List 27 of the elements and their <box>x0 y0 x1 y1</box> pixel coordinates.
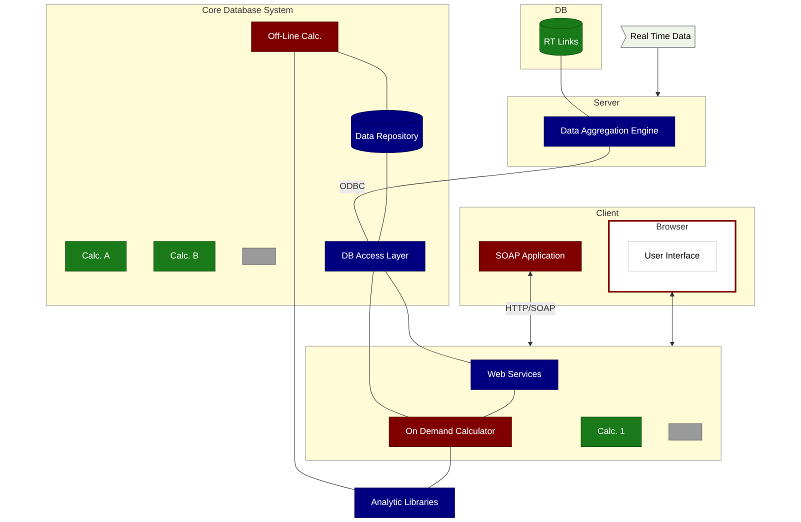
connector <box>378 152 388 242</box>
connector <box>294 51 355 490</box>
node-box: Off-Line Calc. <box>251 22 338 52</box>
connector <box>336 51 388 111</box>
connector <box>354 146 610 242</box>
connector <box>483 389 515 418</box>
node-box: Analytic Libraries <box>354 488 455 518</box>
node-box: SOAP Application <box>478 241 582 272</box>
connector <box>385 270 472 364</box>
node-box: On Demand Calculator <box>388 416 512 447</box>
arrow <box>655 47 660 97</box>
node-box: Calc. 1 <box>580 416 642 447</box>
node-box: DB Access Layer <box>324 241 426 272</box>
node-box: User Interface <box>628 241 717 272</box>
connector <box>428 446 451 488</box>
node-box <box>242 248 276 265</box>
node-box: Web Services <box>470 360 558 390</box>
node-box: Calc. B <box>154 241 216 272</box>
cluster <box>305 346 722 461</box>
arrow <box>670 292 675 346</box>
node-box: Data Aggregation Engine <box>544 116 676 147</box>
connector <box>560 55 590 117</box>
edge-label: HTTP/SOAP <box>505 304 556 314</box>
node-box <box>668 423 702 440</box>
node-box: Calc. A <box>65 241 127 272</box>
edge-label: ODBC <box>340 182 366 192</box>
connector <box>369 270 409 418</box>
